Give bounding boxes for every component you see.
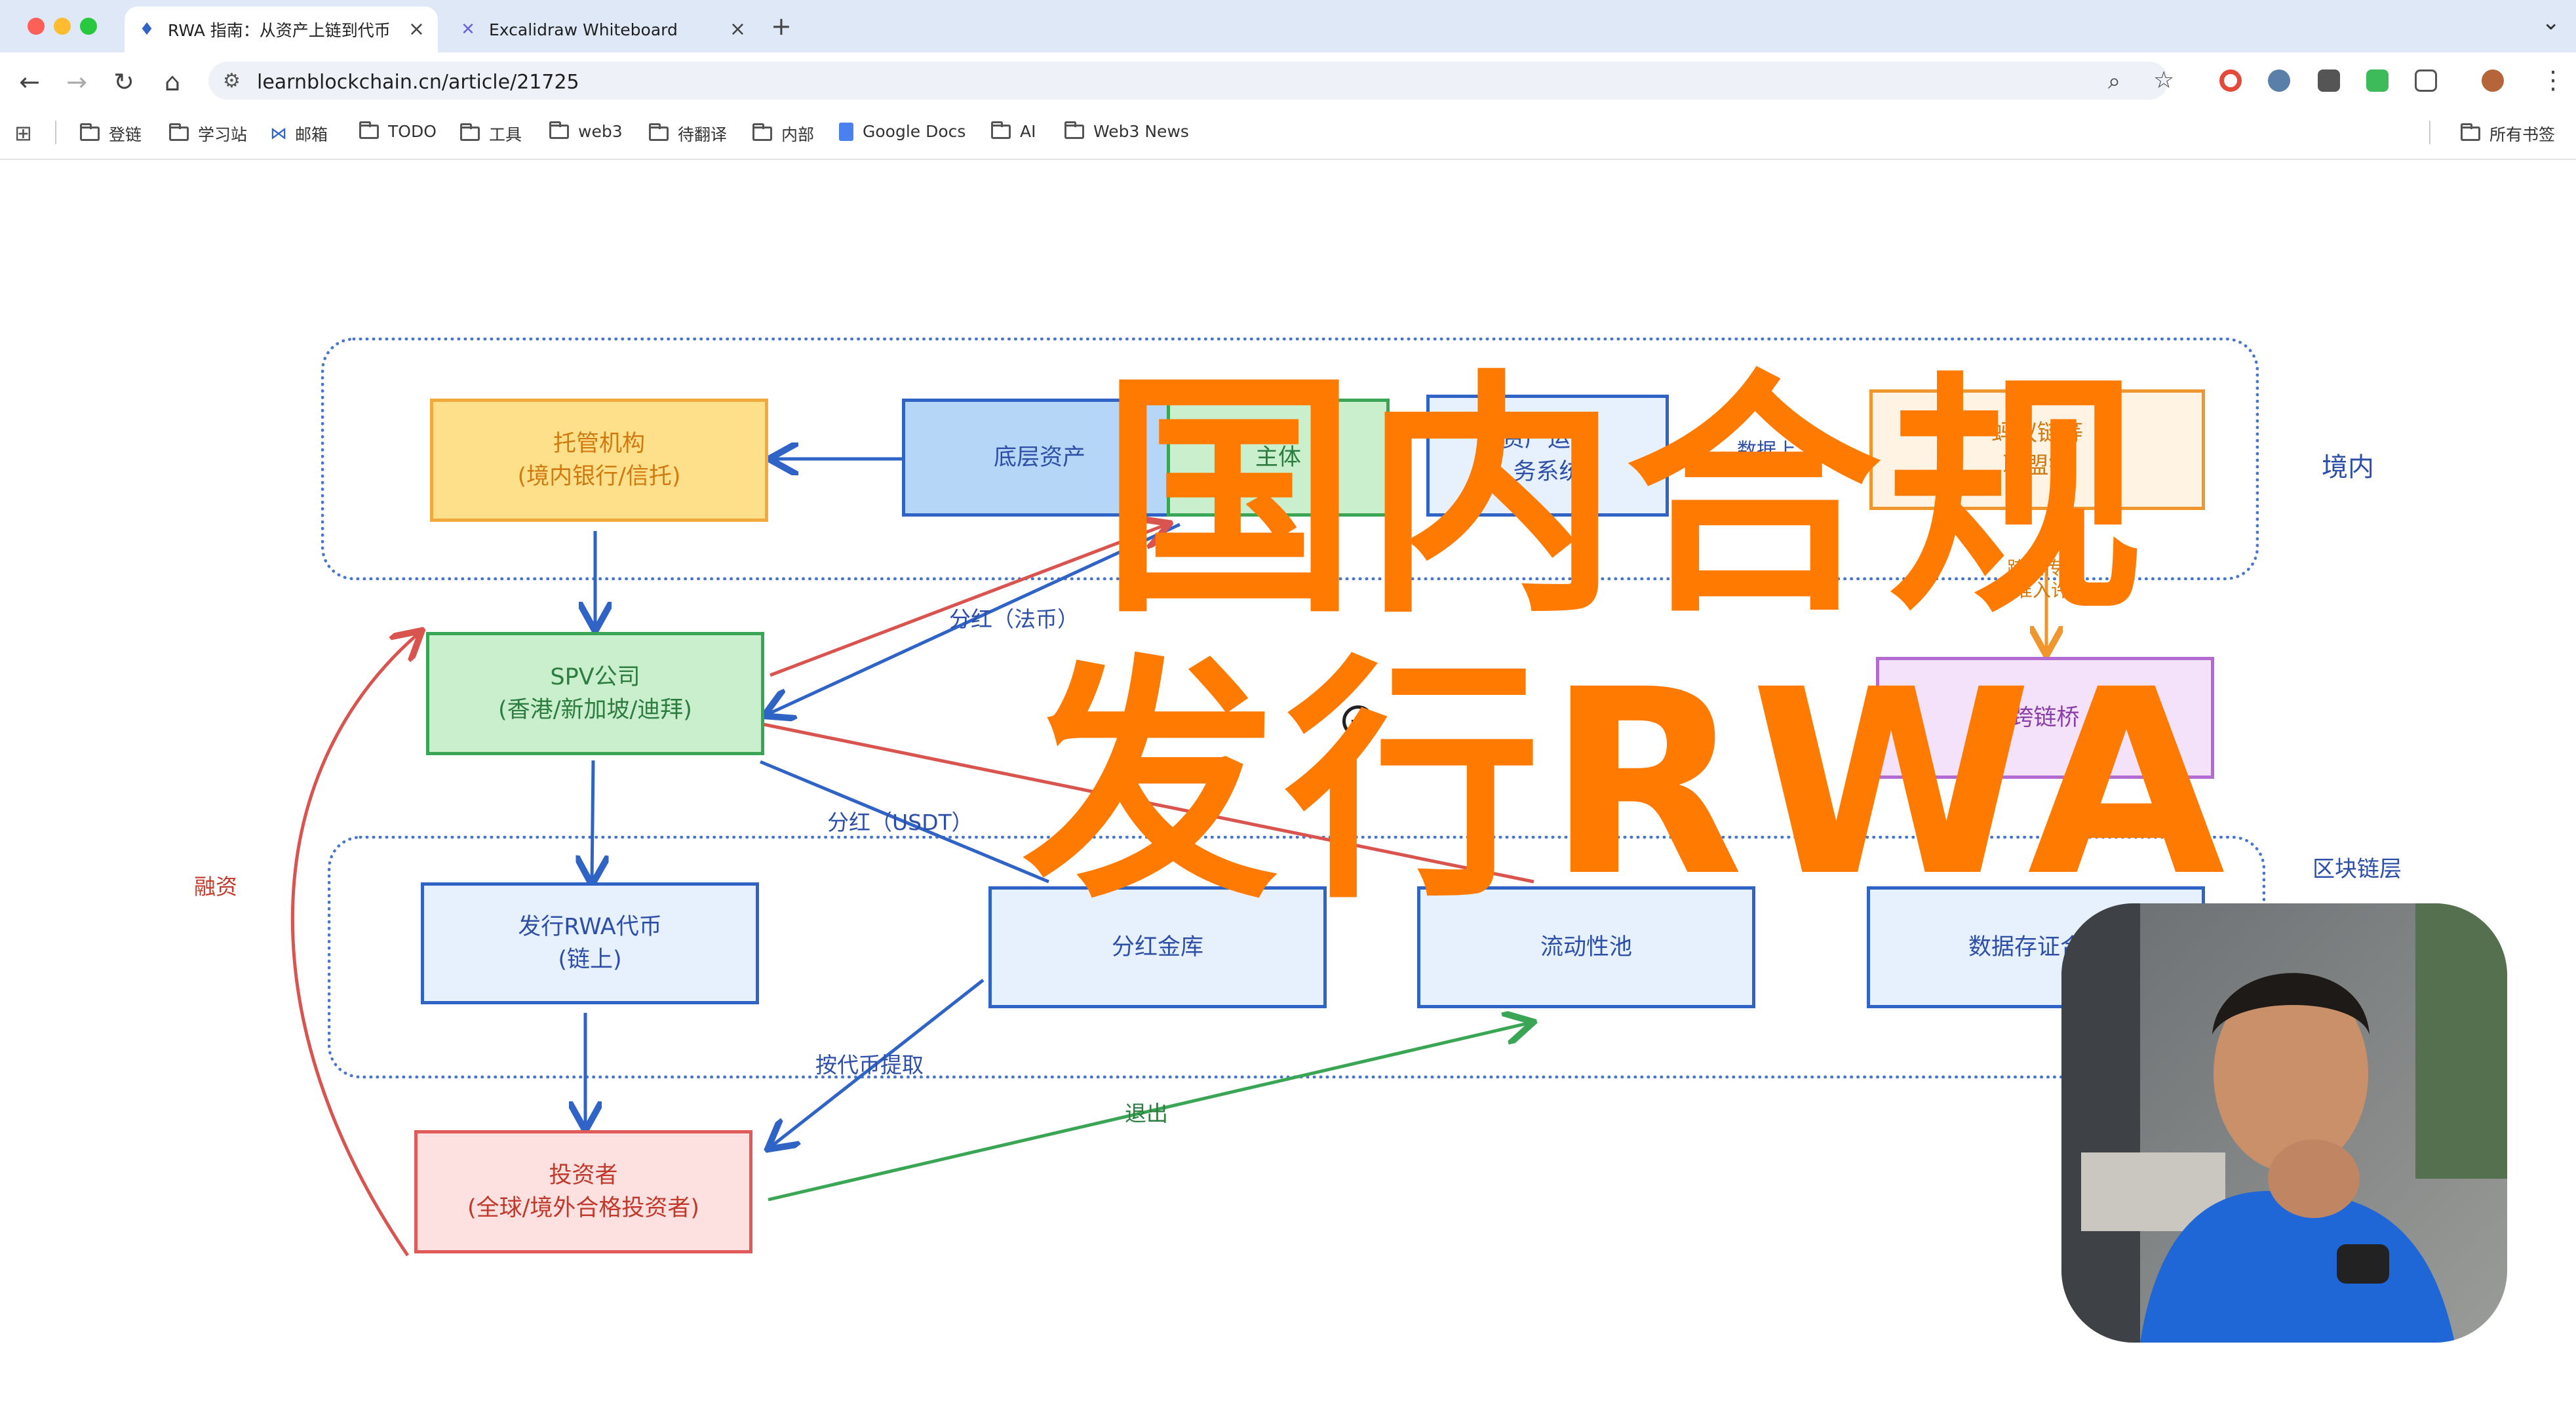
cross-chain-bridge-box: 跨链桥 — [1876, 657, 2214, 779]
investor-box: 投资者 (全球/境外合格投资者) — [414, 1130, 752, 1253]
domestic-region — [321, 338, 2259, 580]
bookmark-folder-denglian[interactable]: 登链 — [80, 122, 142, 146]
domestic-region-label: 境内 — [2322, 452, 2374, 482]
extension-privacy-icon[interactable] — [2268, 69, 2290, 92]
arrow-spv-to-issue — [592, 760, 593, 882]
bookmark-folder-todo[interactable]: TODO — [359, 121, 437, 141]
reload-icon[interactable]: ↻ — [113, 68, 134, 96]
withdraw-by-token-label: 按代币提取 — [815, 1052, 924, 1078]
close-window-button[interactable] — [28, 18, 45, 35]
extensions-puzzle-icon[interactable] — [2415, 69, 2437, 92]
arrow-vault-to-investor — [770, 979, 985, 1147]
folder-icon — [80, 123, 100, 141]
tab-excalidraw[interactable]: ✕ Excalidraw Whiteboard × — [446, 7, 759, 52]
site-settings-icon[interactable]: ⚙ — [223, 69, 241, 92]
new-tab-button[interactable]: + — [771, 12, 792, 41]
bookmarks-divider — [2429, 121, 2430, 144]
folder-icon — [649, 123, 669, 141]
dividend-vault-box: 分红金库 — [988, 886, 1327, 1008]
bookmark-folder-internal[interactable]: 内部 — [752, 122, 814, 146]
all-bookmarks-folder[interactable]: 所有书签 — [2461, 122, 2555, 146]
custody-institution-box: 托管机构 (境内银行/信托) — [430, 399, 768, 522]
folder-icon — [752, 123, 772, 141]
maximize-window-button[interactable] — [80, 18, 97, 35]
folder-icon — [1064, 121, 1084, 139]
menu-kebab-icon[interactable]: ⋮ — [2541, 66, 2566, 94]
presenter-webcam-video — [2061, 903, 2507, 1343]
alliance-chain-box: 蚂蚁链等 联盟链 — [1869, 389, 2205, 510]
bookmark-folder-web3-news[interactable]: Web3 News — [1064, 121, 1189, 141]
bookmarks-divider — [55, 121, 56, 144]
financing-label: 融资 — [194, 874, 237, 899]
cross-chain-transfer-label: 跨链传输 (准入许可) — [2007, 557, 2095, 601]
back-arrow-icon[interactable]: ← — [19, 68, 40, 96]
issue-rwa-token-box: 发行RWA代币 (链上) — [421, 882, 759, 1004]
minimize-window-button[interactable] — [54, 18, 71, 35]
forward-arrow-icon[interactable]: → — [66, 68, 87, 96]
close-tab-icon[interactable]: × — [729, 18, 746, 41]
bookmark-folder-translate[interactable]: 待翻译 — [649, 122, 727, 146]
apps-grid-icon[interactable]: ⊞ — [14, 121, 32, 146]
folder-icon — [991, 121, 1011, 139]
mail-icon: ⋈ — [270, 124, 287, 144]
folder-icon — [460, 123, 480, 141]
google-docs-icon — [839, 122, 853, 141]
arrow-exit — [768, 1023, 1531, 1202]
extension-chrome-icon[interactable] — [2219, 69, 2242, 92]
extension-cube-icon[interactable] — [2318, 69, 2340, 92]
exit-label: 退出 — [1125, 1101, 1168, 1126]
overlay-title-line2: 发行RWA — [1023, 635, 2232, 932]
blockchain-layer-label: 区块链层 — [2313, 856, 2402, 882]
url-text[interactable]: learnblockchain.cn/article/21725 — [257, 71, 579, 94]
bookmark-star-icon[interactable]: ☆ — [2153, 67, 2175, 94]
folder-icon — [359, 121, 379, 139]
bookmark-folder-tools[interactable]: 工具 — [460, 122, 522, 146]
overlay-title-line1: 国内合规 — [1101, 349, 2150, 647]
arrow-financing — [291, 633, 420, 1257]
asset-operation-system-box: 资产运营 务系统 — [1426, 395, 1669, 517]
address-bar[interactable] — [208, 62, 2168, 100]
cursor-zoom-out-icon — [1342, 705, 1374, 737]
bookmark-folder-web3[interactable]: web3 — [549, 121, 623, 141]
tab-rwa-guide[interactable]: ♦ RWA 指南：从资产上链到代币 × — [125, 7, 438, 52]
spv-company-box: SPV公司 (香港/新加坡/迪拜) — [426, 632, 764, 755]
folder-icon — [2461, 123, 2480, 141]
close-tab-icon[interactable]: × — [408, 18, 425, 41]
excalidraw-tab-icon: ✕ — [461, 20, 475, 39]
home-icon[interactable]: ⌂ — [164, 68, 181, 96]
arrow-spv-to-pool — [763, 722, 1534, 884]
arrow-fiat-dividend — [767, 522, 1181, 715]
arrow-spv-to-entity — [770, 524, 1167, 677]
folder-icon — [549, 121, 569, 139]
dividend-fiat-label: 分红（法币） — [949, 606, 1079, 632]
dividend-usdt-label: 分红（USDT） — [827, 810, 973, 835]
liquidity-pool-box: 流动性池 — [1417, 886, 1755, 1008]
folder-icon — [169, 123, 189, 141]
profile-avatar[interactable] — [2482, 69, 2504, 92]
bookmark-mail[interactable]: ⋈邮箱 — [270, 124, 328, 144]
blockchain-tab-icon: ♦ — [139, 20, 155, 39]
bookmark-google-docs[interactable]: Google Docs — [839, 122, 966, 141]
zoom-icon[interactable]: ⌕ — [2108, 68, 2121, 94]
entity-box: 主体 — [1167, 399, 1390, 517]
extension-green-icon[interactable] — [2366, 69, 2389, 92]
bookmark-folder-ai[interactable]: AI — [991, 121, 1036, 141]
bookmarks-bar — [0, 109, 2576, 160]
data-upload-label: 数据上 — [1737, 439, 1796, 462]
arrow-spv-to-vault — [760, 760, 1049, 884]
underlying-asset-box: 底层资产 — [902, 399, 1177, 517]
bookmark-folder-study[interactable]: 学习站 — [169, 122, 247, 146]
tab-search-chevron-icon[interactable]: ⌄ — [2541, 9, 2561, 35]
